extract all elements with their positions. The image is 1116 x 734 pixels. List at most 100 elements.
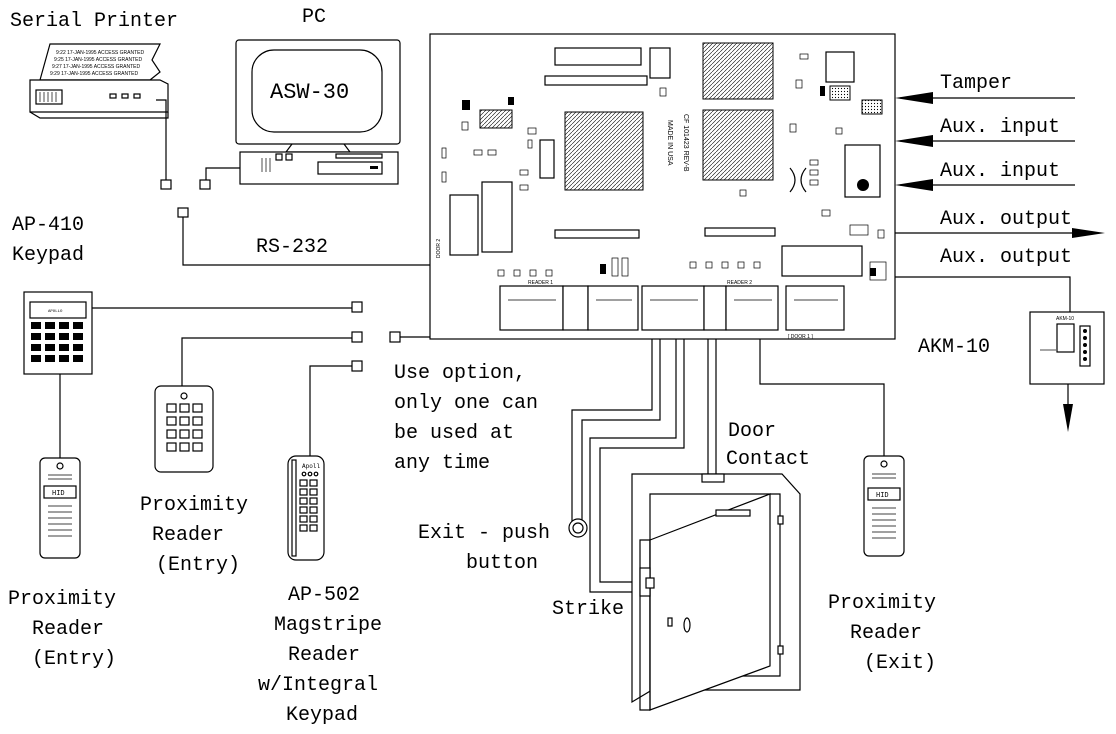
printout-line-1: 9:22 17-JAN-1995 ACCESS GRANTED bbox=[56, 50, 144, 56]
ap410-keypad: AP-410 Keypad APOLLO bbox=[12, 214, 363, 458]
printer-display-slots bbox=[39, 92, 57, 102]
pc-label: PC bbox=[302, 6, 326, 29]
printer-connector bbox=[160, 179, 172, 190]
aux-output-2-line bbox=[895, 276, 1071, 312]
board-door1-label: [ DOOR 1 ] bbox=[788, 334, 813, 340]
pc-drive-slot bbox=[335, 153, 383, 159]
ap410-label-1: AP-410 bbox=[12, 214, 84, 237]
ap502-label-1: AP-502 bbox=[288, 584, 360, 607]
board-reader1-label: READER 1 bbox=[528, 280, 553, 286]
prox-reader-exit-label-3: (Exit) bbox=[864, 652, 936, 675]
pc-button-1 bbox=[275, 153, 283, 161]
prox-reader-exit-grille bbox=[872, 473, 896, 539]
door-contact-magnet bbox=[715, 509, 751, 517]
akm10-card-label: AKM-10 bbox=[1056, 316, 1074, 322]
akm10-module: AKM-10 AKM-10 bbox=[918, 311, 1105, 432]
akm10-relay bbox=[1056, 323, 1075, 353]
rs232-cable bbox=[182, 217, 430, 266]
aux-output-1-arrow bbox=[1072, 228, 1105, 238]
use-option-line-3: be used at bbox=[394, 422, 514, 445]
exit-push-label-1: Exit - push bbox=[418, 522, 550, 545]
akm10-terminal-screws bbox=[1083, 329, 1087, 361]
use-option-line-1: Use option, bbox=[394, 362, 526, 385]
aux-output-1-label: Aux. output bbox=[940, 208, 1072, 231]
terminal-block-3 bbox=[587, 285, 639, 331]
prox-reader-left-badge bbox=[43, 485, 77, 499]
prox-reader-left-label-2: Reader bbox=[32, 618, 104, 641]
exit-reader-wire bbox=[759, 339, 885, 456]
printer-button-2 bbox=[121, 93, 129, 99]
prox-reader-exit-label-1: Proximity bbox=[828, 592, 936, 615]
tamper-label: Tamper bbox=[940, 72, 1012, 95]
door-wiring bbox=[571, 339, 885, 593]
terminal-block-7 bbox=[785, 285, 845, 331]
board-relay-2 bbox=[481, 181, 513, 253]
prox-reader-mid: Proximity Reader (Entry) bbox=[140, 331, 363, 577]
prox-reader-mid-keys bbox=[166, 403, 203, 452]
pc-cable bbox=[205, 167, 240, 180]
aux-input-1-arrow bbox=[895, 135, 933, 147]
ap502-keys bbox=[299, 471, 319, 532]
prox-reader-mid-label-1: Proximity bbox=[140, 494, 248, 517]
pc-monitor-stand bbox=[284, 143, 352, 153]
aux-output-2-label: Aux. output bbox=[940, 246, 1072, 269]
ap502-connector bbox=[351, 360, 363, 372]
printer-display bbox=[35, 89, 63, 105]
pc-drive-bay bbox=[317, 161, 383, 175]
pc: PC ASW-30 bbox=[199, 6, 401, 190]
terminal-block-5 bbox=[703, 285, 727, 331]
door-hinge-1 bbox=[777, 515, 784, 525]
board-header-2 bbox=[544, 75, 648, 86]
prox-reader-left-grille bbox=[48, 474, 72, 537]
board-relay-small bbox=[649, 47, 671, 79]
board-relay-1 bbox=[449, 194, 479, 256]
terminal-block-4 bbox=[641, 285, 705, 331]
ap410-label-2: Keypad bbox=[12, 244, 84, 267]
prox-reader-left-housing bbox=[39, 457, 81, 559]
board-chip-small bbox=[479, 109, 513, 129]
pc-screen-text: ASW-30 bbox=[270, 80, 349, 105]
printer-cable bbox=[156, 99, 167, 180]
pc-connector bbox=[199, 179, 211, 190]
exit-push-button-cap bbox=[572, 522, 584, 534]
door-hinge-2 bbox=[777, 645, 784, 655]
board-chip-top bbox=[702, 42, 774, 100]
pc-drive-led bbox=[370, 166, 378, 169]
strike-label: Strike bbox=[552, 598, 624, 621]
ap410-keys bbox=[31, 322, 83, 362]
prox-reader-left-label-3: (Entry) bbox=[32, 648, 116, 671]
board-cap-2 bbox=[861, 99, 883, 115]
printout-line-4: 9:29 17-JAN-1995 ACCESS GRANTED bbox=[50, 71, 138, 77]
printout-lines: 9:22 17-JAN-1995 ACCESS GRANTED 9:25 17-… bbox=[50, 50, 144, 77]
board-header-3 bbox=[554, 229, 640, 239]
ap502-label-2: Magstripe bbox=[274, 614, 382, 637]
printer-button-1 bbox=[109, 93, 117, 99]
exit-button-wire-1 bbox=[571, 339, 653, 522]
board-cap-1 bbox=[829, 85, 851, 101]
board-id-group: CF 101423 REV-B bbox=[682, 114, 689, 172]
rs232-connector bbox=[177, 207, 189, 218]
board-small-parts bbox=[441, 53, 887, 281]
controller-board: MADE IN USA CF 101423 REV-B [ DOOR 1 ] D… bbox=[429, 33, 896, 340]
printer-body bbox=[29, 79, 169, 113]
prox-reader-mid-label-2: Reader bbox=[152, 524, 224, 547]
board-led-5 bbox=[870, 268, 876, 276]
ap502-reader: Apoll AP-502 Magstripe Reader w/Integral… bbox=[258, 360, 382, 727]
ap410-display bbox=[29, 301, 87, 319]
terminal-block-6 bbox=[725, 285, 779, 331]
exit-push-button: Exit - push button bbox=[418, 518, 588, 575]
serial-printer-label: Serial Printer bbox=[10, 10, 178, 33]
prox-reader-exit-label-2: Reader bbox=[850, 622, 922, 645]
prox-reader-left-hid: HID bbox=[52, 490, 65, 498]
use-option-note: Use option, only one can be used at any … bbox=[394, 362, 538, 475]
board-header-top bbox=[554, 47, 642, 66]
prox-reader-exit-hid: HID bbox=[876, 492, 889, 500]
aux-input-2-label: Aux. input bbox=[940, 160, 1060, 183]
board-header-4 bbox=[704, 227, 776, 237]
rs232-label: RS-232 bbox=[256, 236, 328, 259]
use-option-line-4: any time bbox=[394, 452, 490, 475]
strike-wire-2 bbox=[599, 339, 685, 583]
exit-button-wire-2 bbox=[581, 339, 661, 522]
board-made-in-usa: MADE IN USA bbox=[666, 120, 673, 166]
